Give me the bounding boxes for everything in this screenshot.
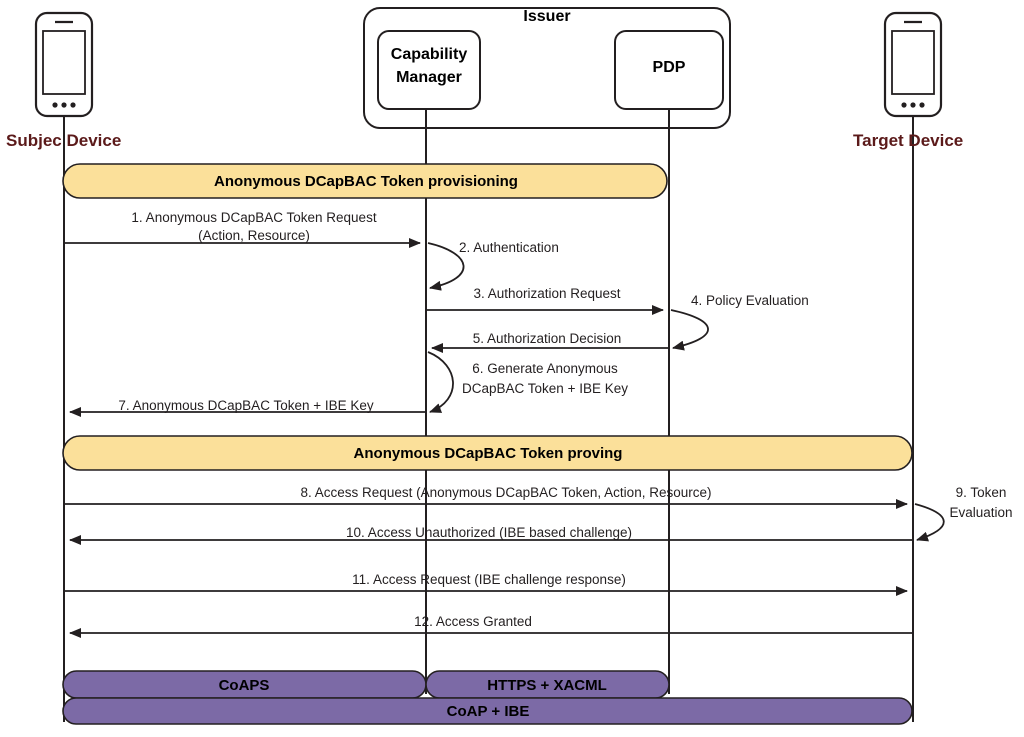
message-arrow-4 bbox=[670, 309, 709, 351]
target-device-phone-icon bbox=[883, 11, 943, 118]
message-label-4: 4. Policy Evaluation bbox=[691, 293, 809, 308]
phase-band-provisioning bbox=[62, 163, 668, 199]
capability-manager-label-line1: Capability bbox=[390, 46, 468, 63]
pdp-label: PDP bbox=[652, 59, 686, 76]
message-label-11: 11. Access Request (IBE challenge respon… bbox=[352, 572, 626, 587]
message-label-2: 2. Authentication bbox=[459, 240, 559, 255]
capability-manager-box bbox=[377, 30, 481, 110]
message-label-10: 10. Access Unauthorized (IBE based chall… bbox=[346, 525, 632, 540]
actor-label-subject: Subjec Device bbox=[6, 131, 122, 150]
protocol-band-coap-ibe-label: CoAP + IBE bbox=[446, 703, 530, 720]
message-arrow-6 bbox=[427, 351, 454, 413]
message-label-9-line1: 9. Token bbox=[955, 485, 1007, 500]
message-label-6-line2: DCapBAC Token + IBE Key bbox=[462, 381, 628, 396]
message-label-1-line1: 1. Anonymous DCapBAC Token Request bbox=[131, 210, 377, 225]
message-label-6-line1: 6. Generate Anonymous bbox=[472, 361, 618, 376]
protocol-band-coaps-label: CoAPS bbox=[218, 677, 270, 694]
phase-band-proving-label: Anonymous DCapBAC Token proving bbox=[353, 445, 623, 462]
capability-manager-label-line2: Manager bbox=[396, 69, 462, 86]
message-label-8: 8. Access Request (Anonymous DCapBAC Tok… bbox=[300, 485, 712, 500]
protocol-band-coap-ibe bbox=[62, 697, 913, 725]
issuer-title: Issuer bbox=[523, 8, 571, 25]
message-label-9-line2: Evaluation bbox=[949, 505, 1013, 520]
message-label-7: 7. Anonymous DCapBAC Token + IBE Key bbox=[118, 398, 374, 413]
message-label-12: 12. Access Granted bbox=[414, 614, 532, 629]
actor-label-target: Target Device bbox=[853, 131, 964, 150]
phase-band-provisioning-label: Anonymous DCapBAC Token provisioning bbox=[214, 173, 518, 190]
subject-device-phone-icon bbox=[34, 11, 94, 118]
message-label-1-line2: (Action, Resource) bbox=[198, 228, 310, 243]
protocol-band-https-xacml-label: HTTPS + XACML bbox=[487, 677, 607, 694]
phase-band-proving bbox=[62, 435, 913, 471]
message-arrow-9 bbox=[914, 503, 945, 542]
message-label-3: 3. Authorization Request bbox=[473, 286, 621, 301]
message-arrow-2 bbox=[427, 242, 465, 291]
message-label-5: 5. Authorization Decision bbox=[472, 331, 622, 346]
